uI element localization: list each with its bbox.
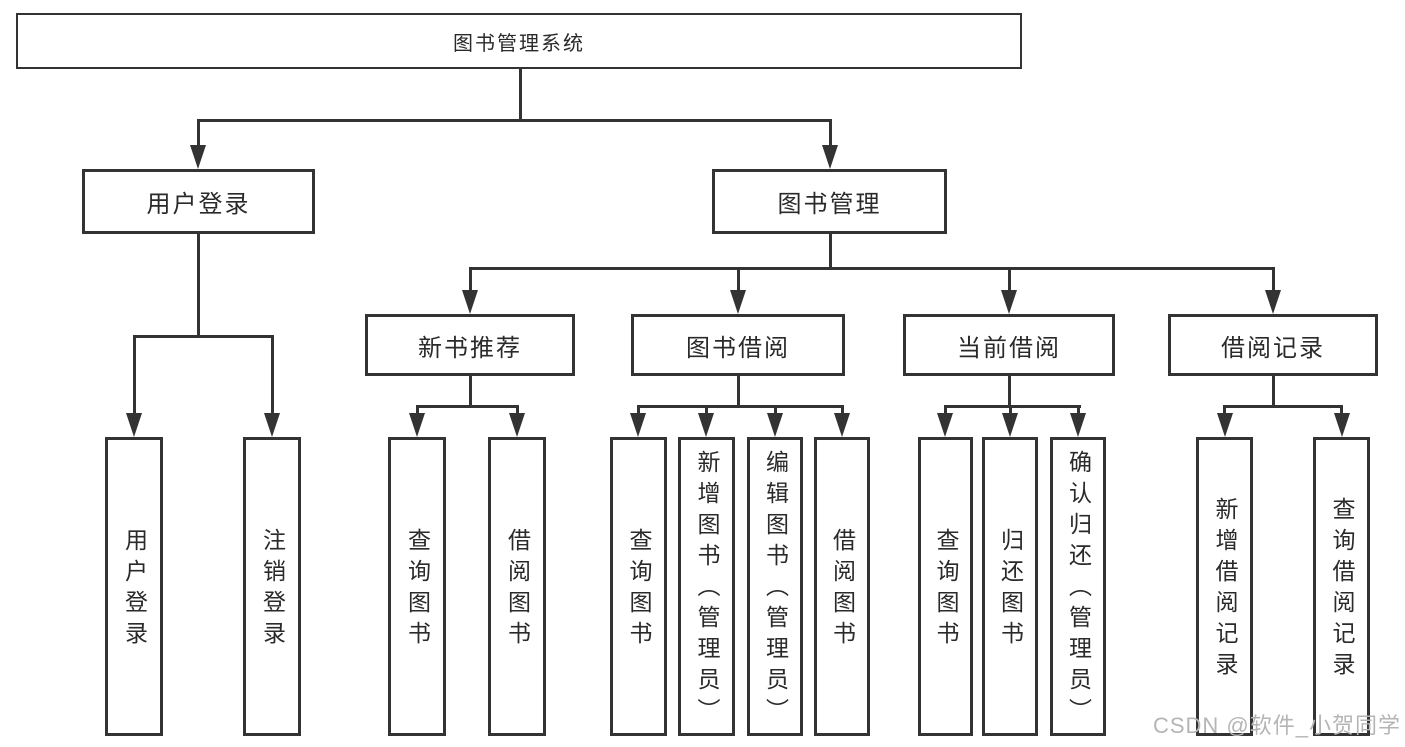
arrowhead-c2-icon: [767, 413, 783, 437]
leaf-borrow-books-recommend: 借阅图书: [488, 437, 546, 736]
connector-borrow-branch: [636, 404, 844, 408]
connector-drop-leaf-login: [132, 336, 136, 414]
connector-drop-c3: [840, 406, 844, 415]
connector-drop-d0: [943, 406, 947, 415]
leaf-add-borrow-record: 新增借阅记录: [1196, 437, 1253, 736]
leaf-return-books: 归还图书: [982, 437, 1038, 736]
connector-drop-current: [1007, 268, 1011, 292]
leaf-query-books-recommend: 查询图书: [388, 437, 446, 736]
node-new-book-recommend: 新书推荐: [365, 314, 575, 376]
arrowhead-d1-icon: [1002, 413, 1018, 437]
arrowhead-c0-icon: [630, 413, 646, 437]
connector-drop-book-management: [828, 120, 832, 148]
connector-drop-b0: [415, 406, 419, 415]
connector-drop-user-login: [196, 120, 200, 148]
leaf-query-books-borrow: 查询图书: [610, 437, 667, 736]
arrowhead-d2-icon: [1070, 413, 1086, 437]
connector-bookmgmt-branch: [468, 266, 1275, 270]
node-user-login: 用户登录: [82, 169, 315, 234]
leaf-query-books-current: 查询图书: [918, 437, 973, 736]
connector-borrow-feed: [736, 375, 740, 407]
arrowhead-e1-icon: [1333, 413, 1350, 437]
leaf-query-borrow-record: 查询借阅记录: [1313, 437, 1370, 736]
node-book-management: 图书管理: [712, 169, 947, 234]
connector-recommend-feed: [468, 375, 472, 407]
leaf-confirm-return-admin: 确认归还（管理员）: [1050, 437, 1106, 736]
connector-drop-borrow: [736, 268, 740, 292]
arrowhead-b0-icon: [409, 413, 425, 437]
arrowhead-d0-icon: [937, 413, 953, 437]
arrowhead-b1-icon: [509, 413, 525, 437]
leaf-edit-books-admin: 编辑图书（管理员）: [747, 437, 803, 736]
node-borrow-record: 借阅记录: [1168, 314, 1378, 376]
arrowhead-current-icon: [1001, 290, 1017, 314]
arrowhead-e0-icon: [1216, 413, 1233, 437]
connector-drop-e0: [1223, 406, 1226, 415]
arrowhead-record-icon: [1265, 290, 1281, 314]
connector-root-branch: [196, 118, 832, 122]
arrowhead-leaf-logout-icon: [264, 413, 280, 437]
connector-recommend-branch: [415, 404, 519, 408]
arrowhead-c3-icon: [834, 413, 850, 437]
connector-drop-e1: [1340, 406, 1343, 415]
connector-drop-c2: [773, 406, 777, 415]
connector-bookmgmt-feed: [828, 233, 832, 269]
connector-drop-d1: [1008, 406, 1012, 415]
leaf-borrow-books: 借阅图书: [814, 437, 870, 736]
leaf-user-login: 用户登录: [105, 437, 163, 736]
connector-current-branch: [943, 404, 1081, 408]
connector-drop-d2: [1076, 406, 1080, 415]
csdn-watermark: CSDN @软件_小贺同学: [1152, 713, 1401, 738]
node-library-management-system: 图书管理系统: [16, 13, 1022, 69]
node-book-borrow: 图书借阅: [631, 314, 845, 376]
leaf-logout: 注销登录: [243, 437, 301, 736]
connector-userlogin-branch: [132, 334, 274, 338]
connector-record-feed: [1271, 375, 1275, 407]
node-current-borrow: 当前借阅: [903, 314, 1115, 376]
connector-drop-b1: [515, 406, 519, 415]
connector-current-feed: [1007, 375, 1011, 407]
arrowhead-borrow-icon: [730, 290, 746, 314]
connector-record-branch: [1223, 404, 1343, 408]
arrowhead-user-login-icon: [190, 145, 206, 169]
arrowhead-book-management-icon: [822, 145, 838, 169]
arrowhead-recommend-icon: [462, 290, 478, 314]
connector-drop-c0: [636, 406, 640, 415]
leaf-add-books-admin: 新增图书（管理员）: [678, 437, 735, 736]
connector-userlogin-feed: [196, 233, 200, 337]
arrowhead-leaf-login-icon: [126, 413, 142, 437]
connector-drop-record: [1271, 268, 1275, 292]
arrowhead-c1-icon: [698, 413, 714, 437]
connector-drop-c1: [704, 406, 708, 415]
connector-drop-leaf-logout: [270, 336, 274, 414]
connector-root-feed: [519, 69, 522, 120]
connector-drop-recommend: [468, 268, 472, 292]
